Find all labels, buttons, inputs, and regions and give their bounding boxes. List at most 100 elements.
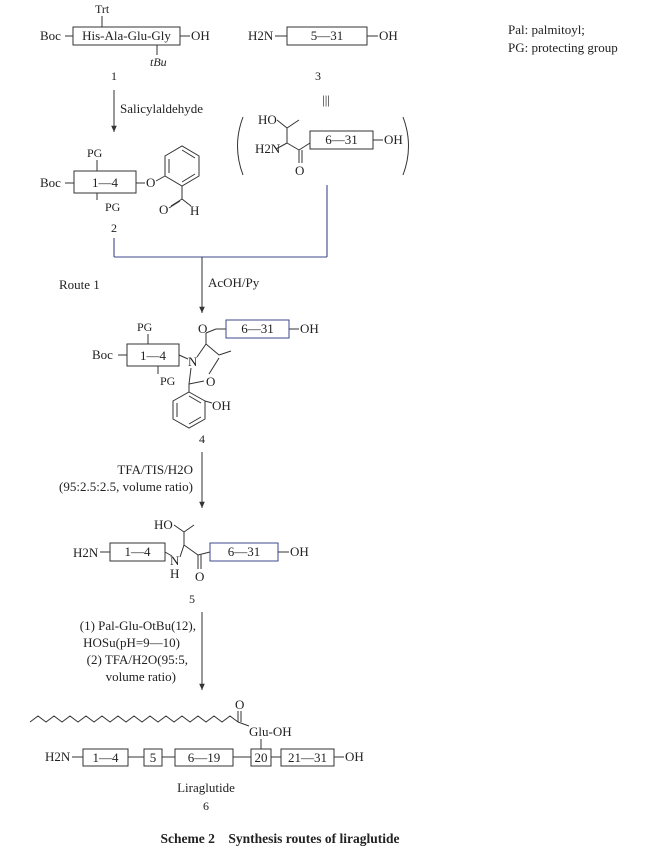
compound-2-co-double — [168, 200, 181, 209]
compound-4-n-bond — [178, 354, 189, 360]
compound-1-trt: Trt — [95, 2, 110, 16]
compound-2-pg-top: PG — [87, 146, 103, 160]
compound-2-boc: Boc — [40, 175, 61, 190]
compound-4-segment2: 6—31 — [241, 321, 274, 336]
compound-5-methyl — [183, 524, 195, 533]
compound-3-alt-ho: HO — [258, 112, 277, 127]
compound-5-carbonyl-bond — [183, 544, 199, 556]
compound-1-tbu: tBu — [150, 55, 167, 69]
step-4: (1) Pal-Glu-OtBu(12), HOSu(pH=9—10) (2) … — [80, 612, 205, 690]
step-1-reagent: Salicylaldehyde — [120, 101, 203, 116]
step-4-line-3: (2) TFA/H2O(95:5, — [87, 652, 188, 667]
compound-6-glu-bond — [237, 721, 250, 727]
compound-3-oh: OH — [379, 28, 398, 43]
compound-2-aldehyde-o: O — [159, 202, 168, 217]
compound-4-keto-o: O — [198, 321, 207, 336]
legend-pg: PG: protecting group — [508, 40, 618, 55]
compound-1-boc: Boc — [40, 28, 61, 43]
alt-bond-n — [275, 142, 288, 150]
compound-4-pg-bottom: PG — [160, 374, 176, 388]
compound-4-phenol-double-2 — [188, 416, 202, 425]
compound-2-co-bond — [170, 198, 183, 207]
compound-3-segment: 5—31 — [311, 28, 344, 43]
compound-3-h2n: H2N — [248, 28, 274, 43]
step-3-reagent-1: TFA/TIS/H2O — [117, 462, 193, 477]
compound-1-number: 1 — [111, 69, 117, 83]
alt-bond-ho — [276, 119, 288, 129]
compound-5-to-box — [197, 551, 211, 556]
compound-5-ho-bond — [173, 524, 185, 533]
compound-4-ring-bond-3 — [208, 357, 220, 375]
compound-6-seg5: 21—31 — [288, 750, 327, 765]
compound-3: H2N 5—31 OH 3 ||| HO H2N O 6—31 OH — [237, 26, 409, 178]
compound-4-pg-top: PG — [137, 320, 153, 334]
compound-5-h: H — [170, 566, 179, 581]
compound-6: O Glu-OH H2N 1—4 5 6—19 20 21—31 OH Lira… — [29, 697, 364, 813]
compound-2-o-link: O — [146, 175, 155, 190]
compound-3-alt-oh: OH — [384, 132, 403, 147]
step-4-line-1: (1) Pal-Glu-OtBu(12), — [80, 618, 196, 633]
legend: Pal: palmitoyl; PG: protecting group — [508, 22, 618, 55]
compound-5: HO H2N 1—4 N H O 6—31 OH 5 — [73, 517, 309, 606]
compound-2-aldehyde-h: H — [190, 203, 199, 218]
compound-4-boc: Boc — [92, 347, 113, 362]
compound-5-n-bond — [164, 551, 173, 557]
step-4-line-4: volume ratio) — [106, 669, 176, 684]
compound-4-phenol-oh: OH — [212, 398, 231, 413]
compound-6-seg2: 5 — [150, 750, 157, 765]
palmitoyl-chain — [29, 715, 239, 723]
legend-pal: Pal: palmitoyl; — [508, 22, 585, 37]
compound-2-number: 2 — [111, 221, 117, 235]
compound-6-glu: Glu-OH — [249, 724, 292, 739]
compound-4-oh: OH — [300, 321, 319, 336]
step-2-reagent: AcOH/Py — [208, 275, 260, 290]
compound-3-alt-segment: 6—31 — [325, 132, 358, 147]
compound-5-number: 5 — [189, 592, 195, 606]
compound-1-oh: OH — [191, 28, 210, 43]
compound-2-ring-double-2 — [181, 149, 196, 159]
compound-1: Trt Boc His-Ala-Glu-Gly OH tBu 1 — [40, 2, 210, 83]
compound-4-phenol-double-3 — [188, 395, 202, 404]
compound-5-o: O — [195, 569, 204, 584]
compound-5-alpha-bond — [179, 544, 185, 558]
compound-6-seg3: 6—19 — [188, 750, 221, 765]
compound-6-o: O — [235, 697, 244, 712]
alt-bond-to-box — [298, 142, 311, 151]
compound-6-seg1: 1—4 — [93, 750, 120, 765]
compound-4-ring-bond-1 — [196, 343, 207, 358]
compound-5-oh: OH — [290, 544, 309, 559]
equivalence-symbol: ||| — [322, 92, 330, 107]
compound-6-number: 6 — [203, 799, 209, 813]
compound-4-n: N — [188, 354, 198, 369]
alt-bond-carbonyl — [286, 142, 300, 151]
compound-4-oh-bond — [204, 400, 213, 404]
compound-5-ho: HO — [154, 517, 173, 532]
compound-4-segment: 1—4 — [140, 348, 167, 363]
compound-2-segment-box — [73, 170, 137, 194]
step-2: AcOH/Py Route 1 — [59, 185, 328, 313]
compound-5-segment2: 6—31 — [228, 544, 261, 559]
route-label: Route 1 — [59, 277, 100, 292]
compound-2-o-bond-right — [155, 175, 166, 182]
compound-5-n: N — [170, 553, 180, 568]
compound-4-chain-carbonyl — [205, 328, 217, 334]
compound-3-alt-h2n: H2N — [255, 141, 281, 156]
compound-4-phenol-ring — [172, 391, 206, 429]
compound-6-seg4: 20 — [255, 750, 268, 765]
step-1: Salicylaldehyde — [111, 90, 203, 132]
compound-6-name: Liraglutide — [177, 780, 235, 795]
step-3: TFA/TIS/H2O (95:2.5:2.5, volume ratio) — [59, 452, 205, 508]
compound-6-h2n: H2N — [45, 749, 71, 764]
compound-4-ring-bond-4 — [188, 380, 205, 385]
compound-6-oh: OH — [345, 749, 364, 764]
step-4-line-2: HOSu(pH=9—10) — [83, 635, 180, 650]
compound-3-number: 3 — [315, 69, 321, 83]
compound-2-segment: 1—4 — [92, 175, 119, 190]
compound-2-ring-double-3 — [181, 173, 196, 183]
compound-5-segment: 1—4 — [125, 544, 152, 559]
compound-4-methyl — [218, 350, 232, 356]
step-3-reagent-2: (95:2.5:2.5, volume ratio) — [59, 479, 193, 494]
alt-bond-methyl — [286, 119, 300, 129]
compound-4: PG Boc 1—4 PG N O O 6—31 OH OH 4 — [92, 319, 319, 446]
